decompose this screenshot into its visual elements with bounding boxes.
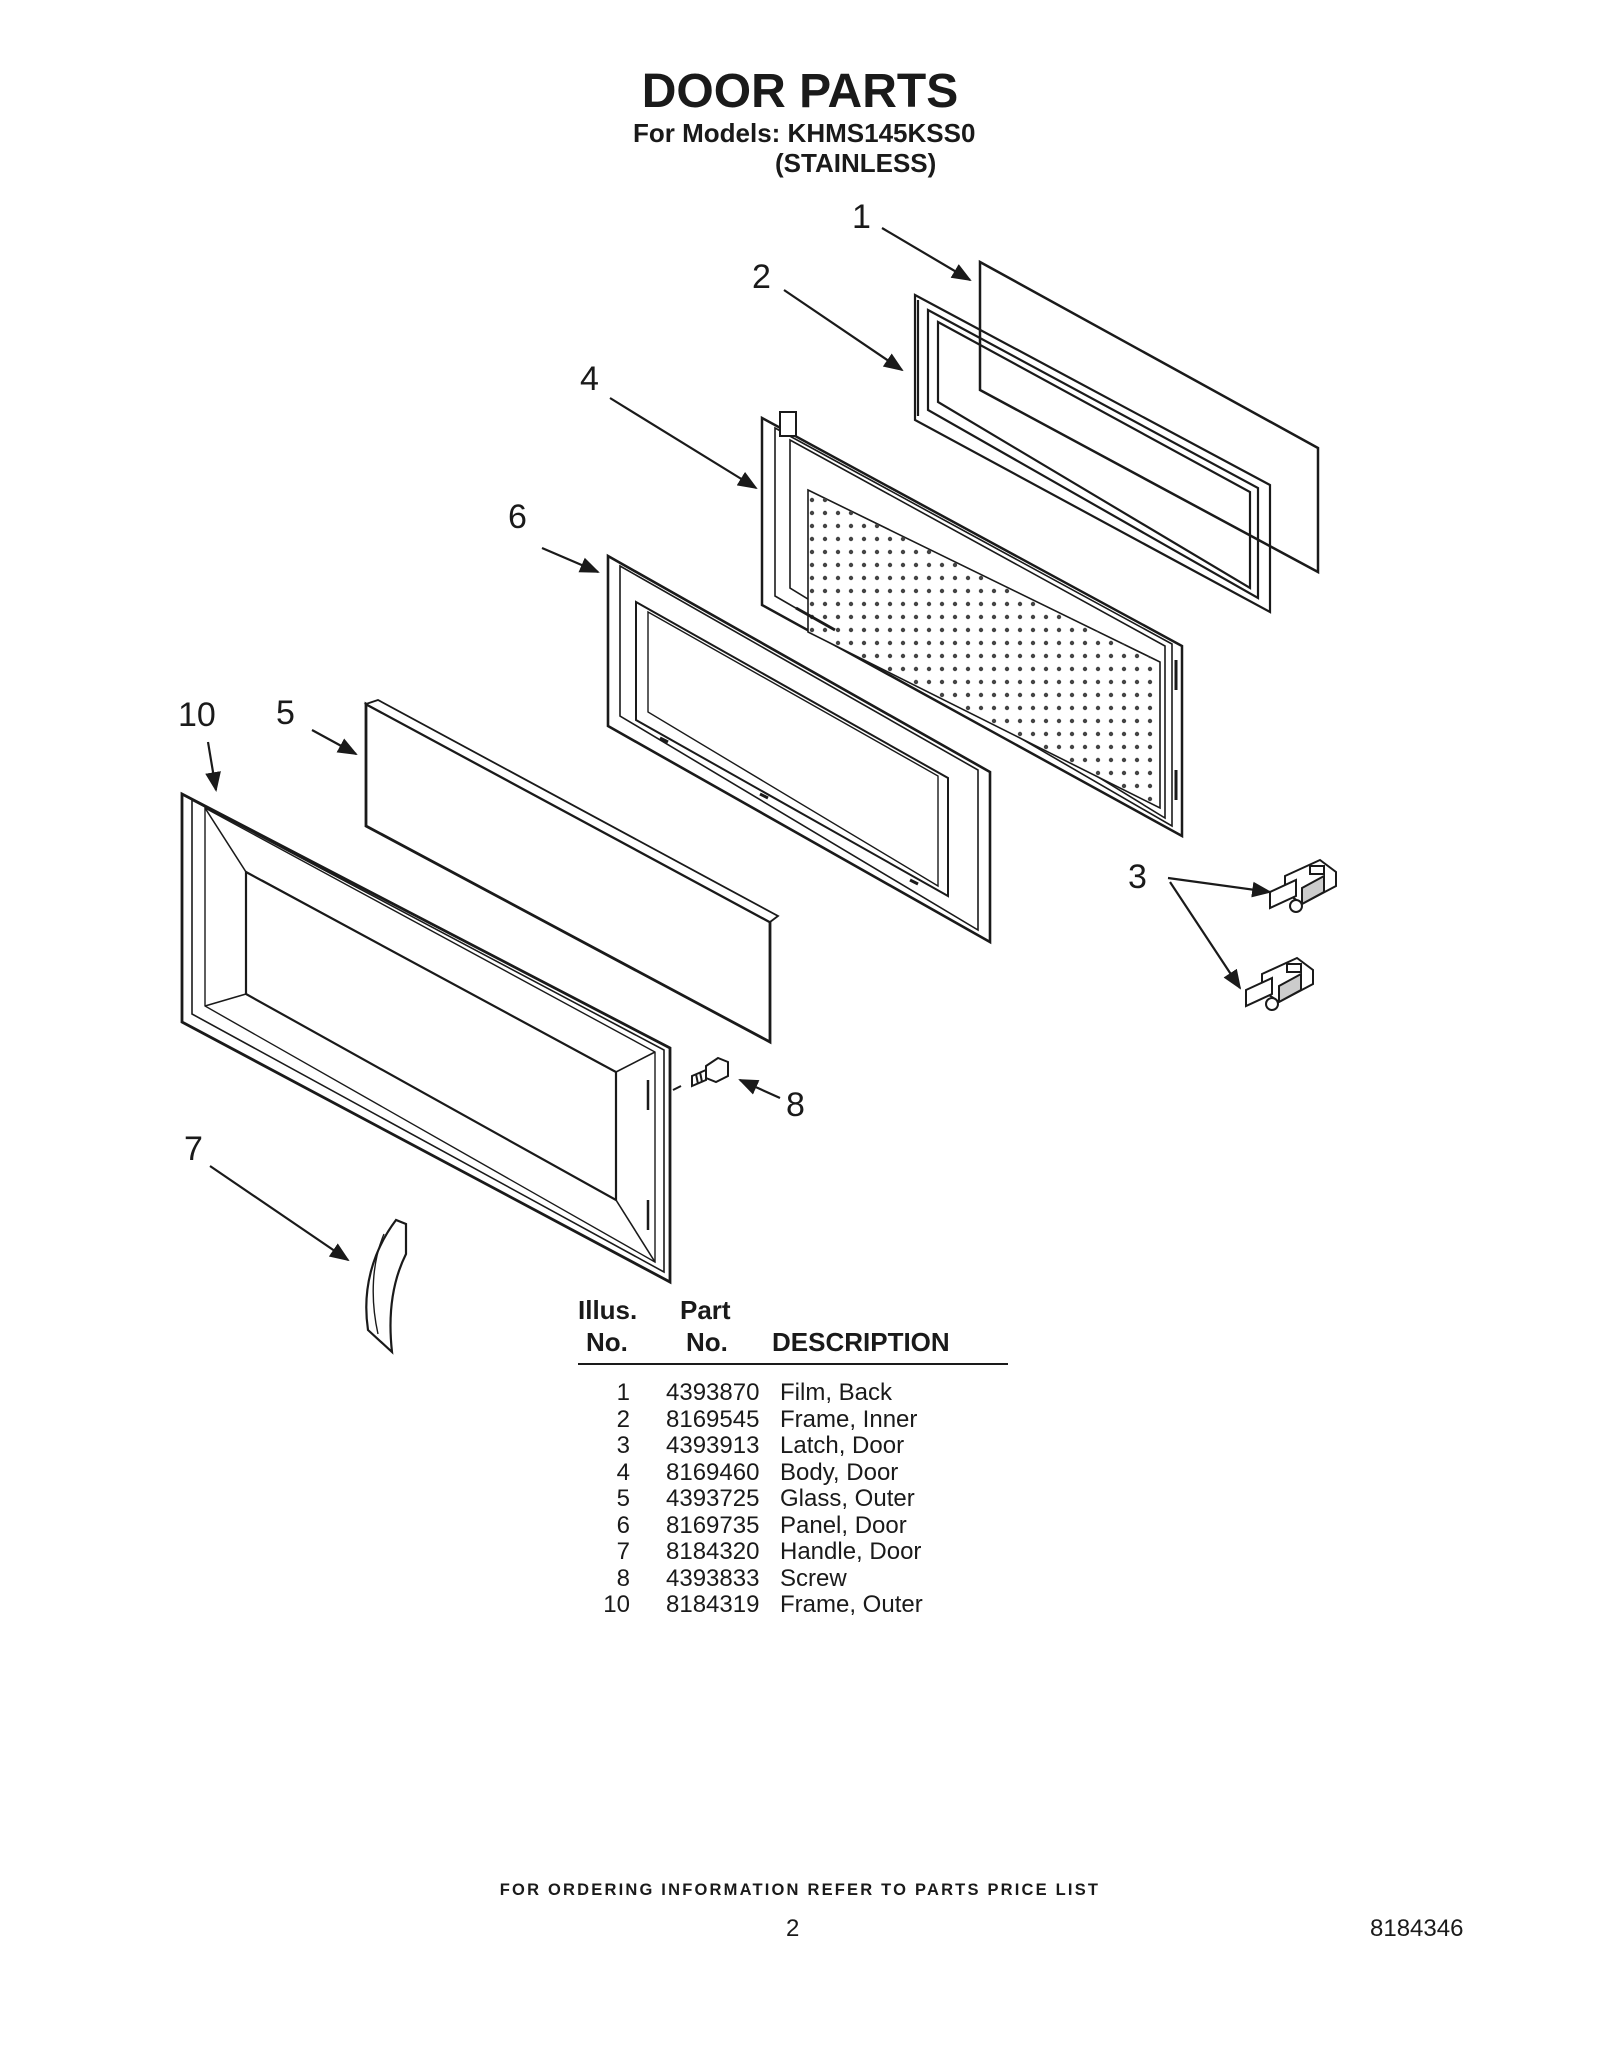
header-divider	[578, 1363, 1008, 1365]
cell-part: 4393833	[666, 1564, 760, 1592]
callout-number: 10	[178, 696, 216, 734]
cell-illus: 2	[616, 1405, 630, 1433]
callout-number: 3	[1128, 858, 1147, 896]
cell-illus: 5	[616, 1485, 630, 1512]
cell-desc: Latch, Door	[780, 1432, 905, 1459]
cell-desc: Panel, Door	[780, 1511, 907, 1539]
models-label: For Models: KHMS145KSS0 (STAINLESS)	[633, 118, 975, 178]
parts-table: Illus. No. Part No. DESCRIPTION 1 4393870…	[578, 1295, 1008, 1618]
ordering-note: FOR ORDERING INFORMATION REFER TO PARTS …	[499, 1881, 1101, 1899]
table-row: 1 4393870 Film, Back	[578, 1380, 1008, 1407]
header-part-line1: Part	[680, 1295, 731, 1325]
part-glass-outer	[363, 699, 780, 1045]
cell-part: 4393913	[666, 1432, 760, 1459]
table-row: 2 8169545 Frame, Inner	[578, 1405, 1008, 1434]
cell-illus: 10	[603, 1591, 630, 1618]
table-row: 3 4393913 Latch, Door	[578, 1433, 1008, 1460]
callout-number: 7	[184, 1130, 203, 1168]
cell-desc: Frame, Outer	[780, 1591, 923, 1618]
cell-illus: 4	[616, 1458, 630, 1486]
cell-part: 8169735	[666, 1511, 760, 1539]
cell-part: 4393725	[666, 1485, 760, 1512]
cell-illus: 3	[616, 1432, 630, 1459]
table-row: 5 4393725 Glass, Outer	[578, 1486, 1008, 1513]
table-row: 10 8184319 Frame, Outer	[578, 1592, 1008, 1619]
table-row: 7 8184320 Handle, Door	[578, 1539, 1008, 1566]
callout-number: 8	[786, 1086, 805, 1124]
part-handle-door	[365, 1218, 408, 1355]
table-row: 4 8169460 Body, Door	[578, 1458, 1008, 1487]
cell-part: 8184320	[666, 1538, 760, 1565]
cell-illus: 6	[616, 1511, 630, 1539]
header-description: DESCRIPTION	[772, 1327, 950, 1357]
table-row: 8 4393833 Screw	[578, 1564, 1008, 1593]
callout-number: 5	[276, 694, 295, 732]
part-screw	[672, 1056, 729, 1091]
table-header: Illus. No. Part No. DESCRIPTION	[578, 1295, 1008, 1361]
part-latch-door-lower	[1245, 956, 1314, 1011]
exploded-door-diagram: 1 2 3 4 5 6 7 8 10	[178, 198, 1337, 1355]
callout-leaders	[205, 227, 1272, 1262]
document-number: 8184346	[1370, 1915, 1464, 1942]
callout-number: 2	[752, 258, 771, 296]
model-number: For Models: KHMS145KSS0	[633, 118, 976, 148]
cell-part: 8184319	[666, 1591, 760, 1618]
cell-desc: Film, Back	[780, 1379, 893, 1406]
part-latch-door-upper	[1269, 858, 1337, 913]
part-frame-inner	[913, 293, 1272, 614]
cell-part: 8169460	[666, 1458, 760, 1486]
cell-part: 4393870	[666, 1379, 760, 1406]
cell-desc: Handle, Door	[780, 1538, 922, 1565]
part-frame-outer	[180, 791, 672, 1285]
page-number: 2	[786, 1915, 800, 1942]
page-title: DOOR PARTS	[641, 65, 959, 118]
callout-number: 4	[580, 360, 599, 398]
part-panel-door	[606, 553, 992, 945]
header-part-line2: No.	[686, 1327, 728, 1357]
header-illus-line1: Illus.	[578, 1295, 638, 1325]
cell-illus: 8	[616, 1564, 630, 1592]
cell-part: 8169545	[666, 1405, 760, 1433]
part-film-back	[978, 259, 1320, 575]
cell-desc: Glass, Outer	[780, 1485, 915, 1512]
header-illus-line2: No.	[586, 1327, 628, 1357]
table-row: 6 8169735 Panel, Door	[578, 1511, 1008, 1540]
cell-desc: Screw	[780, 1564, 847, 1592]
cell-illus: 7	[616, 1538, 630, 1565]
cell-desc: Frame, Inner	[780, 1405, 918, 1433]
cell-illus: 1	[616, 1379, 630, 1406]
model-variant: (STAINLESS)	[775, 148, 937, 178]
callout-number: 1	[852, 198, 871, 236]
cell-desc: Body, Door	[780, 1458, 899, 1486]
callout-number: 6	[508, 498, 527, 536]
